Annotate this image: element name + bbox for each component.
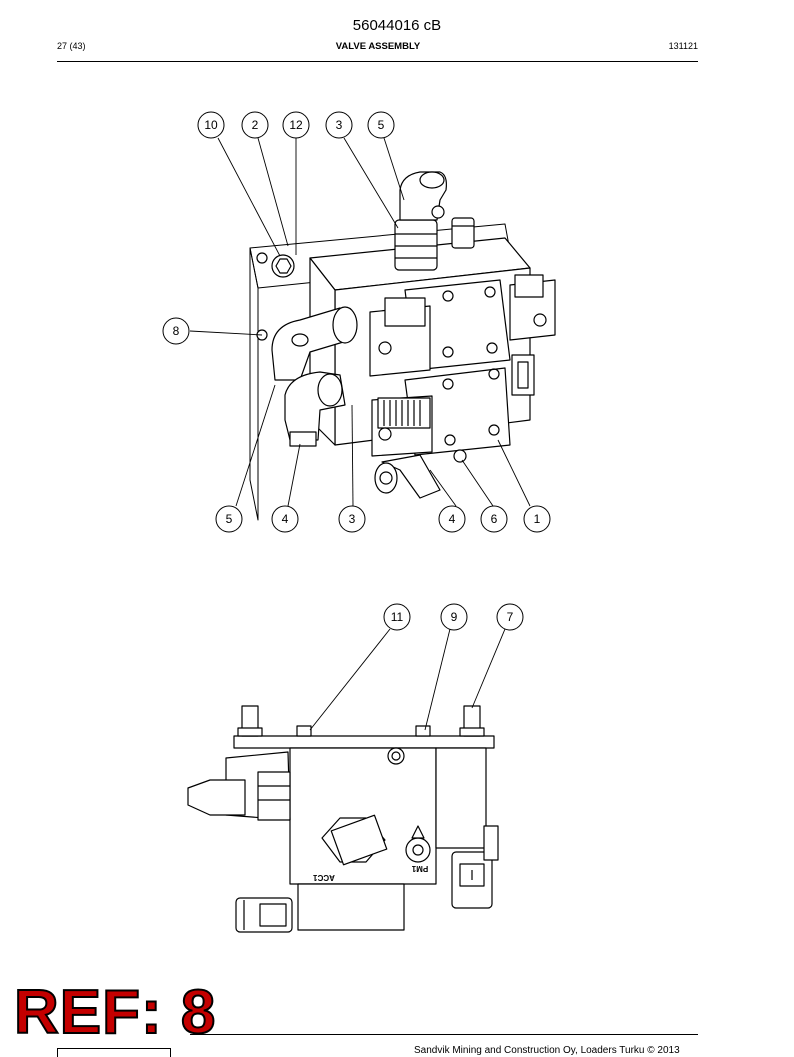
callout-10 [197, 111, 225, 139]
callout-label: 4 [282, 512, 289, 526]
callout-7 [496, 603, 524, 631]
callout-label: 1 [534, 512, 541, 526]
document-number: 56044016 cB [352, 17, 442, 34]
side-view-leader-lines [309, 628, 506, 731]
callout-1 [523, 505, 551, 533]
callout-6 [480, 505, 508, 533]
callout-3-bottom [338, 505, 366, 533]
callout-3-top [325, 111, 353, 139]
reference-stamp: REF: 8 [13, 978, 217, 1047]
callout-label: 8 [173, 324, 180, 338]
side-view [187, 705, 499, 933]
callout-label: 2 [252, 118, 259, 132]
callout-label: 11 [391, 610, 404, 624]
callout-4-right [438, 505, 466, 533]
callout-label: 7 [507, 610, 514, 624]
callout-label: 12 [289, 118, 303, 132]
callout-label: 4 [449, 512, 456, 526]
port-label-pm1: PM1 [411, 864, 428, 873]
callout-8 [162, 317, 190, 345]
header-rule [57, 61, 698, 62]
callout-2 [241, 111, 269, 139]
callout-5-top [367, 111, 395, 139]
callout-label: 3 [349, 512, 356, 526]
top-view-leader-lines [189, 137, 531, 507]
footer-copyright: Sandvik Mining and Construction Oy, Load… [414, 1045, 680, 1056]
callout-label: 5 [226, 512, 233, 526]
page-title: VALVE ASSEMBLY [335, 41, 421, 52]
callout-9 [440, 603, 468, 631]
callout-11 [383, 603, 411, 631]
callout-label: 5 [378, 118, 385, 132]
callout-label: 10 [204, 118, 218, 132]
document-date: 131121 [668, 41, 698, 51]
callout-label: 3 [336, 118, 343, 132]
callout-12 [282, 111, 310, 139]
callout-5-bottom [215, 505, 243, 533]
isometric-view [249, 171, 556, 521]
top-view-callouts [162, 111, 551, 533]
footer-rule [190, 1034, 698, 1035]
page-count: 27 (43) [57, 41, 86, 51]
port-label-acc1: ACC1 [313, 873, 335, 882]
side-view-callouts [383, 603, 524, 631]
callout-label: 9 [451, 610, 458, 624]
callout-label: 6 [491, 512, 498, 526]
callout-4-left [271, 505, 299, 533]
